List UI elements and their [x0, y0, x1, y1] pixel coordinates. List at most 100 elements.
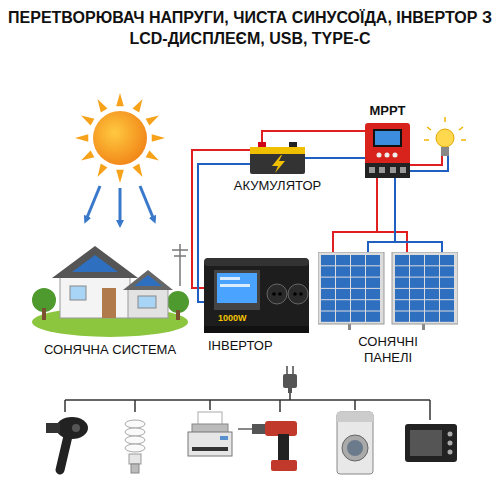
- icon-part: [321, 312, 335, 322]
- oven-part: [405, 424, 457, 462]
- icon-part: [336, 312, 350, 322]
- icon-part: [440, 300, 454, 310]
- icon-part: [425, 278, 439, 288]
- icon-part: [42, 308, 46, 320]
- load-bus: [65, 400, 430, 420]
- icon-part: [134, 275, 162, 286]
- cfl-bulb-part: [125, 444, 145, 452]
- washing-machine-part: [347, 440, 363, 456]
- icon-part: [128, 288, 168, 318]
- hair-dryer-part: [56, 417, 88, 439]
- icon-part: [395, 312, 409, 322]
- icon-part: [366, 289, 380, 299]
- battery-node: АКУМУЛЯТОР: [250, 142, 305, 174]
- washing-machine-part: [337, 412, 373, 474]
- cfl-bulb-part: [125, 436, 145, 444]
- icon-part: [390, 167, 396, 173]
- house-icon: [30, 226, 190, 338]
- drill-part: [238, 428, 252, 430]
- icon-part: [351, 255, 365, 265]
- hair-dryer: [46, 417, 88, 470]
- lamp-icon-part-part: [444, 117, 446, 122]
- icon-part: [138, 296, 156, 308]
- icon-part: [385, 153, 390, 158]
- icon-part: [321, 278, 335, 288]
- icon-part: [321, 255, 335, 265]
- load-bus-part: [354, 400, 356, 410]
- icon-part: [440, 312, 454, 322]
- panels-node: СОНЯЧНІ ПАНЕЛІ: [318, 252, 458, 330]
- lamp-wires-part: [410, 156, 448, 171]
- icon-part: [102, 288, 116, 318]
- lamp-icon-part-part: [424, 139, 429, 141]
- sun-rays: [75, 93, 165, 183]
- mppt-icon: [365, 123, 410, 178]
- washing-machine-part: [337, 412, 373, 422]
- panels-icon: [318, 252, 458, 330]
- icon-part: [366, 312, 380, 322]
- hair-dryer-part: [72, 424, 80, 432]
- power-plug-part: [286, 366, 288, 374]
- sun-ray: [133, 164, 143, 177]
- wire: [262, 131, 365, 142]
- icon-part: [52, 246, 138, 278]
- sun-ray: [116, 93, 124, 106]
- battery-label: АКУМУЛЯТОР: [234, 178, 321, 194]
- icon-part: [72, 255, 118, 272]
- oven: [405, 424, 457, 462]
- cfl-bulb-part: [125, 420, 145, 428]
- sun-ray: [133, 99, 143, 112]
- title: ПЕРЕТВОРЮВАЧ НАПРУГИ, ЧИСТА СИНУСОЇДА, І…: [5, 8, 495, 50]
- panels-label: СОНЯЧНІ ПАНЕЛІ: [338, 334, 438, 365]
- lamp-icon-part-part: [459, 127, 463, 130]
- icon-part: [336, 300, 350, 310]
- drill-part: [278, 434, 289, 462]
- battery-icon: [250, 142, 305, 174]
- load-bus-part: [209, 400, 211, 410]
- icon-part: [217, 273, 257, 303]
- icon-part: [410, 300, 424, 310]
- wire-pair: [333, 178, 442, 252]
- icon-part: [375, 131, 400, 145]
- icon-part: [267, 284, 287, 304]
- oven-part: [448, 450, 453, 455]
- icon-part: [318, 252, 384, 324]
- power-rating: 1000W: [218, 313, 247, 324]
- sun-ray: [146, 116, 159, 126]
- sun-ray: [81, 151, 94, 161]
- load-bus-part: [279, 400, 281, 412]
- icon-part: [214, 270, 260, 310]
- icon-part: [400, 167, 406, 173]
- icon-part: [250, 147, 305, 154]
- icon-part: [250, 147, 305, 174]
- cfl-bulb: [125, 420, 145, 473]
- cfl-bulb-part: [131, 464, 139, 473]
- icon-part: [351, 278, 365, 288]
- inverter-label: ІНВЕРТОР: [208, 338, 273, 354]
- load-bus-part: [65, 399, 430, 401]
- sun-ray: [146, 151, 159, 161]
- lamp-icon-part-part: [461, 139, 466, 141]
- icon-part: [366, 255, 380, 265]
- icon-part: [299, 292, 303, 296]
- icon-part: [366, 300, 380, 310]
- icon-part: [172, 249, 188, 251]
- sun-ray: [75, 134, 88, 142]
- icon-part: [410, 266, 424, 276]
- sun-ray: [81, 116, 94, 126]
- icon-part: [278, 292, 282, 296]
- icon-part: [395, 255, 409, 265]
- cfl-bulb-part: [129, 454, 141, 464]
- washing-machine-part: [342, 435, 368, 461]
- icon-part: [321, 300, 335, 310]
- load-bus-part: [429, 400, 431, 420]
- house-node: СОНЯЧНА СИСТЕМА: [30, 226, 190, 338]
- icon-part: [220, 284, 250, 287]
- sun-ray: [98, 99, 108, 112]
- controller-label: MPPT: [369, 103, 405, 119]
- oven-part: [448, 432, 453, 437]
- icon-part: [410, 255, 424, 265]
- icon-part: [336, 255, 350, 265]
- icon-part: [373, 129, 402, 147]
